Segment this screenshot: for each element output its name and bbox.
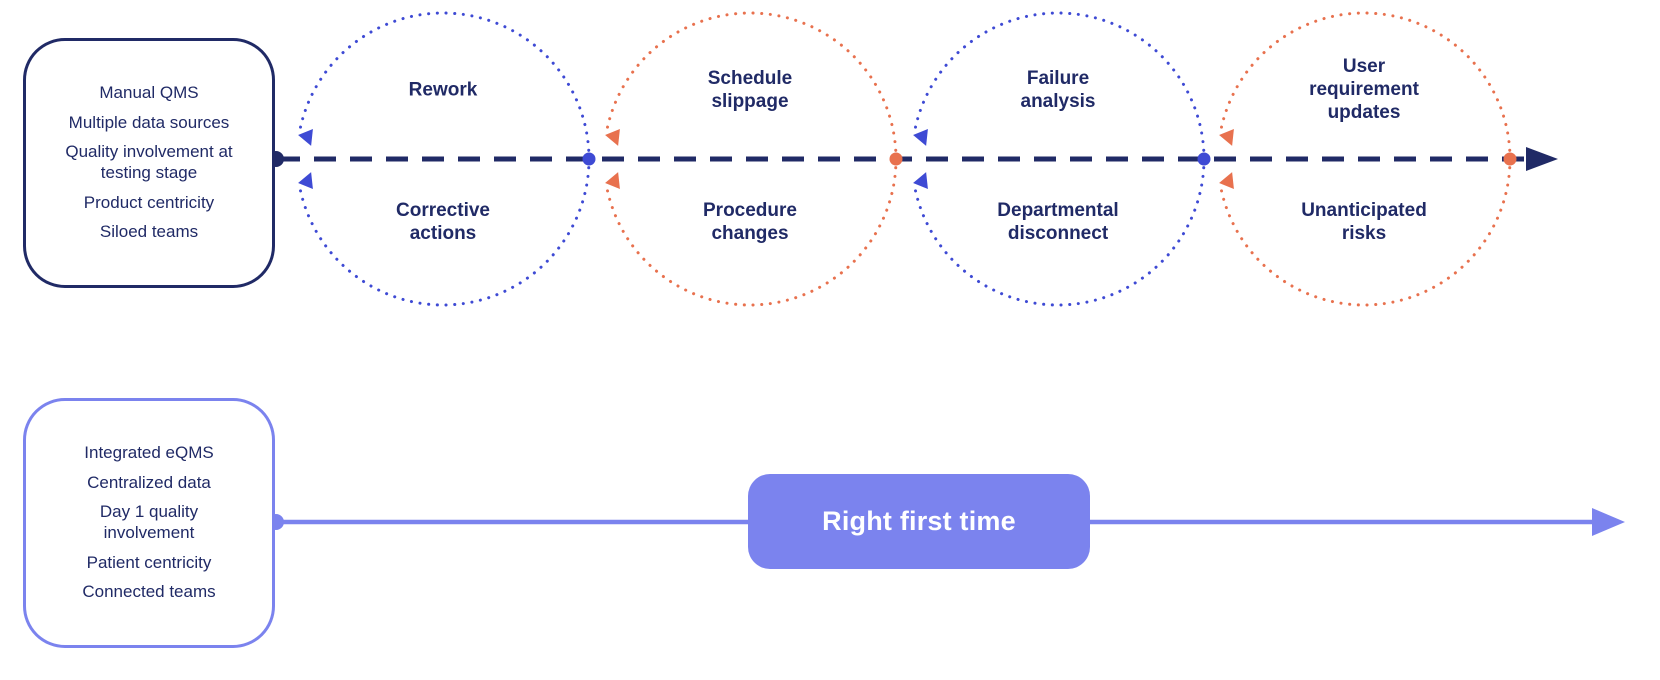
right-first-time-pill: Right first time — [748, 474, 1090, 569]
cycle-bottom-label: Corrective actions — [396, 199, 490, 244]
cycle-circle-failure-analysis — [913, 11, 1206, 307]
cycle-top-label: User requirement updates — [1309, 56, 1419, 124]
cycle-arrowhead-icon — [298, 172, 313, 189]
cycle-top-label: Rework — [408, 79, 478, 101]
cycle-top-label: Failure analysis — [1020, 67, 1096, 112]
solid-timeline-arrowhead-icon — [1592, 508, 1625, 536]
cycle-circle-schedule-slippage — [605, 11, 898, 307]
junction-dot — [1197, 152, 1211, 166]
cycle-circle-user-requirements — [1219, 11, 1512, 307]
box-item: Centralized data — [87, 472, 211, 492]
cycle-arrowhead-icon — [605, 129, 620, 146]
cycle-bottom-label: Unanticipated risks — [1301, 199, 1427, 244]
box-item: Patient centricity — [86, 552, 212, 572]
junction-dot — [1503, 152, 1517, 166]
box-item: Siloed teams — [99, 222, 199, 242]
pill-label: Right first time — [822, 506, 1016, 536]
cycle-arrowhead-icon — [913, 172, 928, 189]
cycle-arrowhead-icon — [298, 129, 313, 146]
cycle-circle-rework — [298, 11, 591, 307]
box-item: Quality involvement at testing stage — [65, 142, 233, 182]
box-item: Manual QMS — [99, 82, 199, 102]
integrated-eqms-box: Integrated eQMS Centralized data Day 1 q… — [23, 398, 275, 648]
cycle-arrowhead-icon — [1219, 172, 1234, 189]
box-item: Connected teams — [82, 582, 216, 602]
box-item: Day 1 quality involvement — [99, 502, 199, 542]
cycle-bottom-label: Procedure changes — [703, 199, 797, 244]
junction-dot — [582, 152, 596, 166]
manual-qms-box: Manual QMS Multiple data sources Quality… — [23, 38, 275, 288]
timeline-arrowhead-icon — [1526, 147, 1558, 171]
box-item: Product centricity — [83, 192, 215, 212]
cycle-bottom-label: Departmental disconnect — [997, 199, 1119, 244]
cycle-top-label: Schedule slippage — [707, 67, 793, 112]
cycle-arrowhead-icon — [605, 172, 620, 189]
cycle-arrowhead-icon — [1219, 129, 1234, 146]
box-item: Integrated eQMS — [84, 442, 214, 462]
cycle-arrowhead-icon — [913, 129, 928, 146]
junction-dot — [889, 152, 903, 166]
box-item: Multiple data sources — [68, 112, 230, 132]
